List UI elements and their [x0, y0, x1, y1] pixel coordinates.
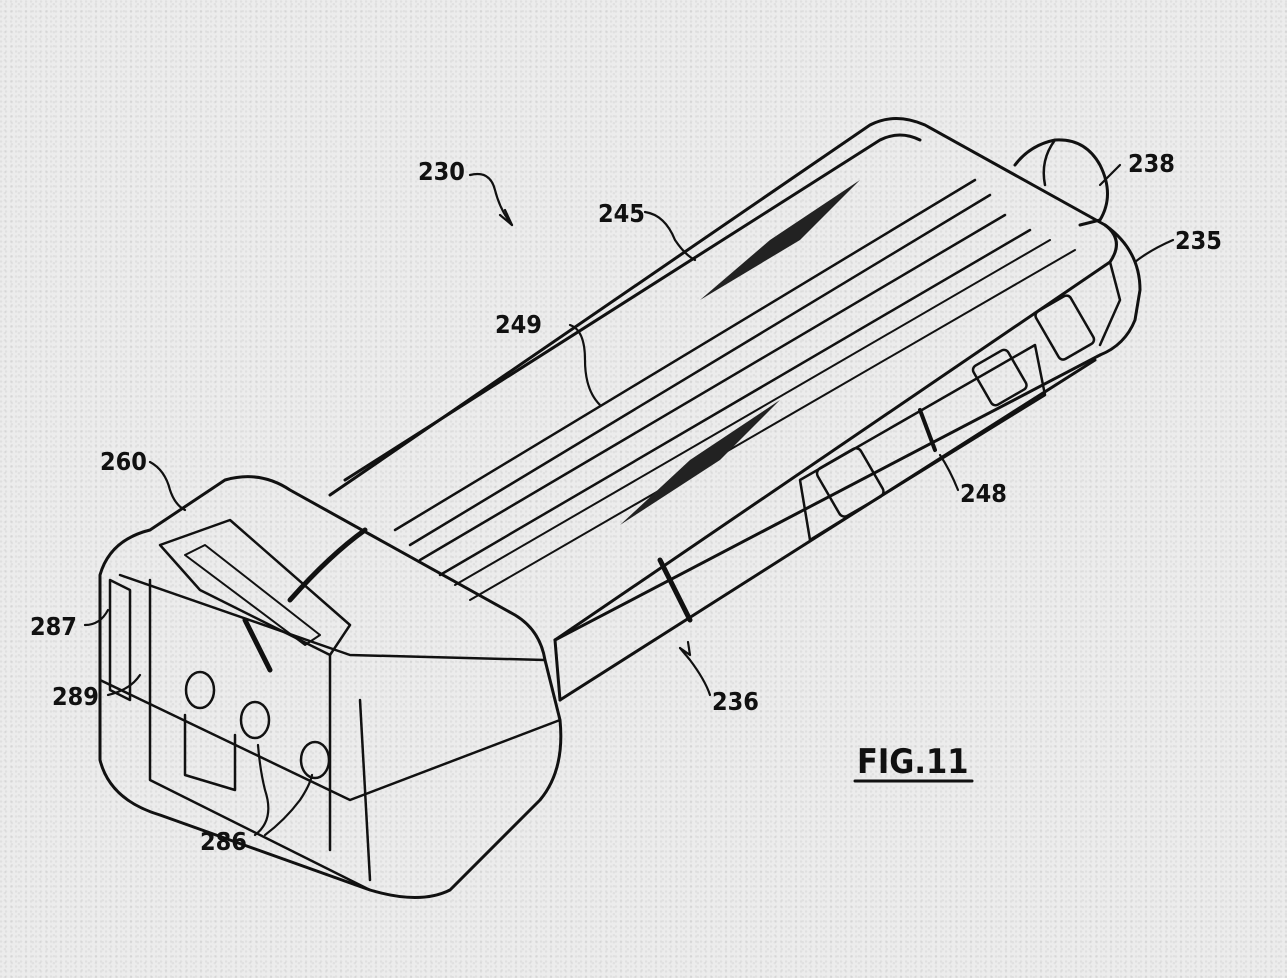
direction-arrows: [620, 180, 860, 525]
leader-289: [106, 673, 142, 697]
leader-230: [468, 172, 514, 227]
cartridge-body: [328, 117, 1142, 702]
figure-title: FIG.11: [857, 742, 969, 782]
leader-286a: [253, 743, 270, 837]
label-245: 245: [598, 199, 645, 228]
reference-numerals: 230 238 245 235 249 260 248 287 289 236 …: [30, 149, 1222, 856]
leader-245: [643, 210, 697, 262]
label-249: 249: [495, 310, 542, 339]
arrowhead-230: [498, 208, 514, 227]
leader-238: [1098, 163, 1122, 187]
leader-lines: [83, 163, 1175, 837]
leader-248: [938, 453, 960, 492]
label-236: 236: [712, 687, 759, 716]
label-230: 230: [418, 157, 465, 186]
leader-260: [148, 460, 187, 512]
leader-235: [1133, 238, 1175, 264]
end-knob: [1013, 138, 1109, 227]
label-289: 289: [52, 682, 99, 711]
figure-caption: FIG.11: [853, 742, 974, 783]
label-287: 287: [30, 612, 77, 641]
label-235: 235: [1175, 226, 1222, 255]
label-260: 260: [100, 447, 147, 476]
arrowhead-236: [678, 640, 692, 657]
leader-287: [83, 608, 110, 627]
label-238: 238: [1128, 149, 1175, 178]
leader-236: [678, 646, 712, 697]
label-248: 248: [960, 479, 1007, 508]
label-286: 286: [200, 827, 247, 856]
leader-286b: [263, 773, 314, 837]
front-cap: [98, 475, 563, 899]
leader-249: [568, 323, 602, 407]
